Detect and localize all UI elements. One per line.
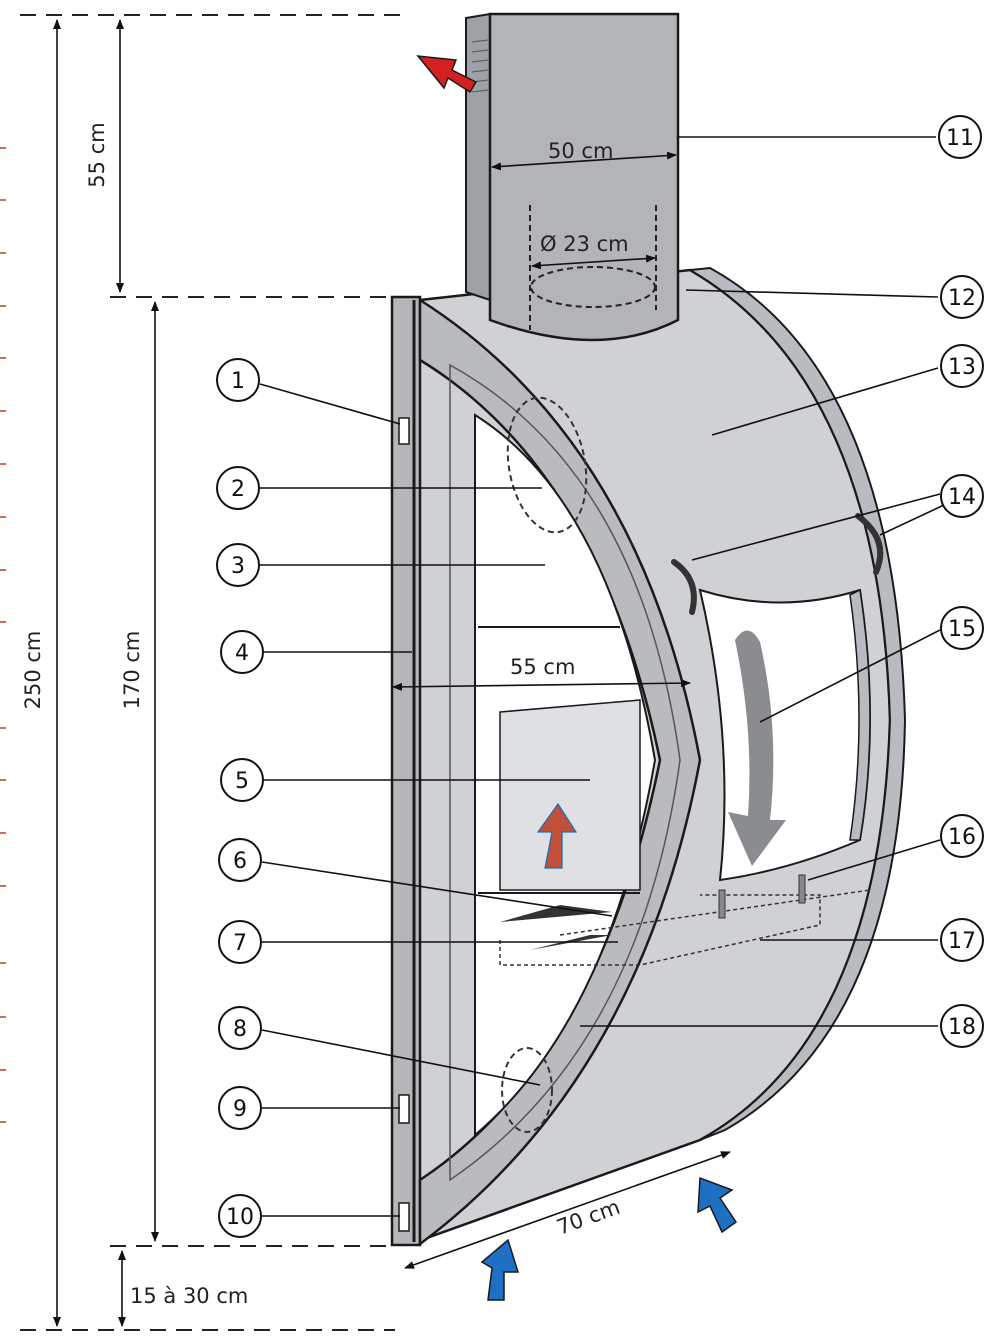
- chimney-width-label: 50 cm: [548, 139, 613, 163]
- callout-leaders: [259, 136, 945, 1217]
- reference-lines: [20, 14, 400, 1331]
- upper-hinge-zone: [506, 396, 588, 534]
- callout-12: 12: [940, 275, 984, 319]
- callout-5: 5: [220, 758, 264, 802]
- cutaway-inner-wall: [849, 588, 871, 841]
- flame-arrow: [536, 802, 578, 869]
- flue-diameter-line: [531, 254, 656, 270]
- svg-text:4: 4: [235, 641, 249, 666]
- inner-width-line: [392, 679, 691, 691]
- svg-text:12: 12: [948, 286, 976, 311]
- peg-right: [798, 874, 806, 904]
- cold-air-inlet-arrow: [480, 1238, 520, 1301]
- svg-text:2: 2: [231, 477, 245, 502]
- outer-rim: [686, 266, 907, 1141]
- svg-text:18: 18: [948, 1015, 976, 1040]
- callout-4: 4: [220, 630, 264, 674]
- svg-text:9: 9: [233, 1097, 247, 1122]
- base-depth-label: 70 cm: [554, 1195, 624, 1240]
- base-depth-line: [404, 1151, 731, 1269]
- svg-text:6: 6: [233, 849, 247, 874]
- svg-text:10: 10: [226, 1205, 254, 1230]
- callout-16: 16: [940, 814, 984, 858]
- callout-13: 13: [940, 344, 984, 388]
- svg-text:14: 14: [948, 485, 976, 510]
- peg-left: [718, 889, 726, 919]
- svg-text:7: 7: [233, 931, 247, 956]
- callout-8: 8: [218, 1006, 262, 1050]
- margin-ticks: [0, 147, 6, 1123]
- floor-clearance-label: 15 à 30 cm: [130, 1284, 248, 1308]
- deflector-plate: [500, 905, 612, 922]
- callout-6: 6: [218, 838, 262, 882]
- callout-1: 1: [216, 358, 260, 402]
- callout-9: 9: [218, 1086, 262, 1130]
- svg-text:13: 13: [948, 355, 976, 380]
- svg-text:5: 5: [235, 769, 249, 794]
- bracket-bottom: [398, 1202, 410, 1232]
- svg-text:16: 16: [948, 825, 976, 850]
- svg-text:1: 1: [231, 369, 245, 394]
- callout-3: 3: [216, 543, 260, 587]
- callout-11: 11: [938, 115, 982, 159]
- bracket-top: [398, 417, 410, 445]
- lower-hinge-zone: [501, 1047, 553, 1133]
- svg-text:8: 8: [233, 1017, 247, 1042]
- cold-air-inlet-arrow: [697, 1176, 738, 1234]
- callout-7: 7: [218, 920, 262, 964]
- svg-text:15: 15: [948, 617, 976, 642]
- body-height-label: 170 cm: [120, 631, 144, 710]
- hot-air-outlet-arrow: [416, 55, 478, 94]
- callout-18: 18: [940, 1004, 984, 1048]
- svg-text:17: 17: [948, 929, 976, 954]
- svg-text:3: 3: [231, 554, 245, 579]
- flue-diameter-label: Ø 23 cm: [540, 232, 629, 256]
- chimney-height-label: 55 cm: [85, 122, 109, 187]
- convection-flow-arrow: [728, 630, 786, 866]
- callout-14: 14: [940, 474, 984, 518]
- vertical-dimensions: [53, 19, 159, 1327]
- bracket-middle: [398, 1094, 410, 1124]
- total-height-label: 250 cm: [21, 631, 45, 710]
- callout-10: 10: [218, 1194, 262, 1238]
- chimney-width-line: [491, 151, 677, 171]
- inner-width-label: 55 cm: [510, 655, 575, 679]
- right-handle: [855, 513, 884, 575]
- fire-panel: [499, 699, 641, 891]
- callout-17: 17: [940, 918, 984, 962]
- callout-2: 2: [216, 466, 260, 510]
- callout-15: 15: [940, 606, 984, 650]
- cutaway-opening: [698, 588, 871, 882]
- door-glass-border: [449, 363, 681, 1182]
- svg-text:11: 11: [946, 126, 974, 151]
- chimney-front: [488, 12, 680, 342]
- left-handle: [671, 559, 697, 615]
- chimney-side: [465, 12, 491, 302]
